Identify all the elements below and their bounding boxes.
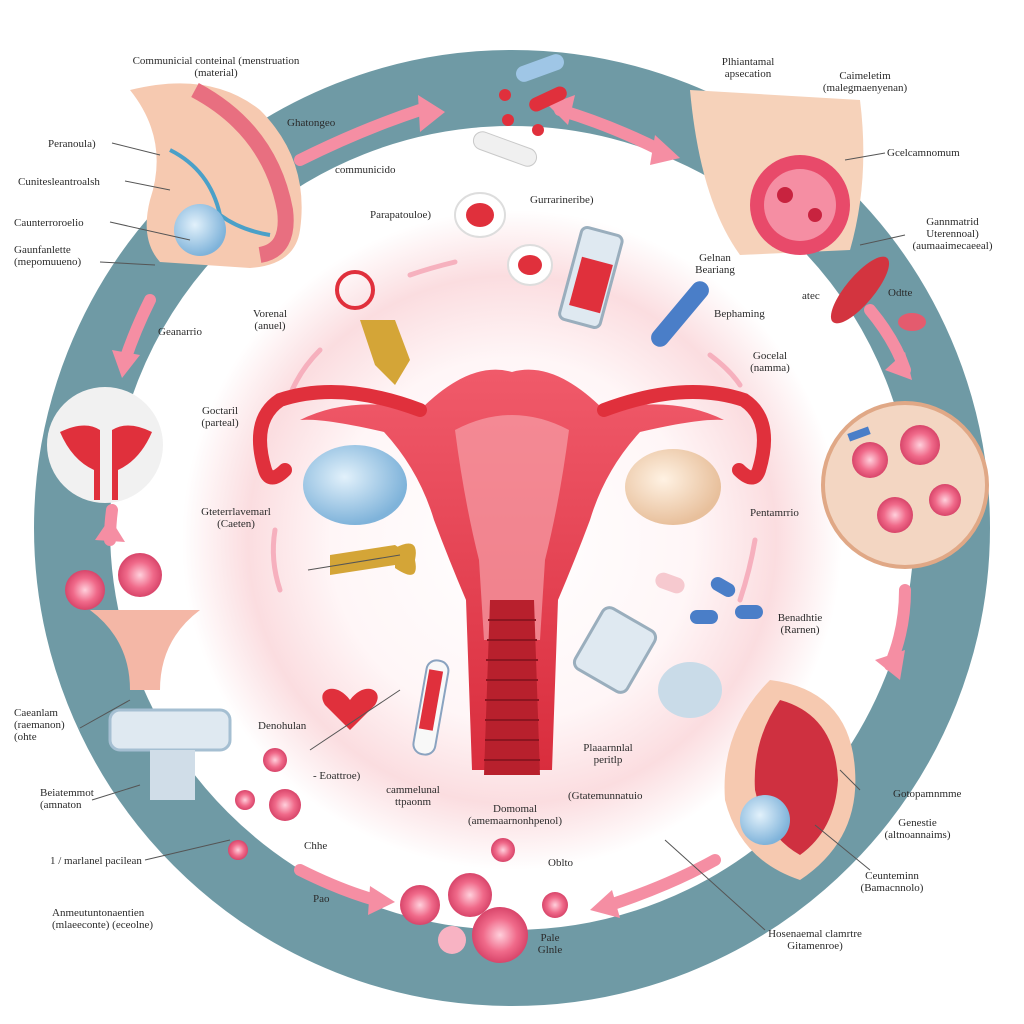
ovary-blue-icon (303, 445, 407, 525)
cross-section-illustration (724, 680, 856, 880)
arrow-bottom-right (604, 854, 721, 911)
label-inner-right-3: Pentamrrio (750, 507, 799, 519)
arrow-top-left (294, 104, 426, 166)
label-bottom-right-3: Ceunteminn(Bamacnnolo) (860, 870, 924, 894)
label-right-3: atec (802, 290, 820, 302)
label-inner-top-2: Gurrarineribe) (530, 194, 594, 206)
label-right-4: Odtte (888, 287, 913, 299)
microscope-slide-icon (821, 401, 989, 569)
follicle-cluster-left (65, 553, 301, 860)
label-inner-top-1: Parapatouloe) (370, 209, 432, 221)
uterus-diagram-icon (47, 387, 163, 503)
label-top-right-2: Caimeletim(malegmaenyenan) (822, 70, 908, 94)
arrow-head-4 (885, 352, 912, 380)
label-inner-left-3: Gteterrlavemarl(Caeten) (201, 506, 271, 530)
arrow-bottom-left (294, 864, 381, 906)
label-bottom-left-5: Pao (313, 893, 330, 905)
label-inner-right-1: Bephaming (714, 308, 765, 320)
ovary-cream-icon (625, 449, 721, 525)
label-right-1: Gcelcamnomum (887, 147, 960, 159)
tissue-section-illustration (690, 90, 926, 331)
label-top-arrow-1: Ghatongeo (287, 117, 336, 129)
label-bottom-center-1: Oblto (548, 857, 574, 869)
label-right-5: Benadhtie(Rarnen) (777, 612, 823, 636)
test-tube-icon (558, 226, 624, 329)
label-center-right-2: (Gtatemunnatuio (568, 790, 643, 802)
arrow-head-8 (112, 350, 140, 378)
arrow-head-3 (650, 135, 680, 165)
small-red-circles (335, 192, 553, 385)
arrow-head-9 (95, 518, 125, 542)
syringe-icon (412, 281, 709, 756)
label-center-bottom-2: Domomal(amemaarnonhpenol) (467, 803, 563, 827)
label-left-2: Gaunfanlette(mepomuueno) (14, 244, 82, 268)
pills-top (472, 54, 567, 167)
label-tube-1: Peranoula) (48, 138, 96, 150)
label-left-1: Caunterroroelio (14, 217, 84, 229)
label-inner-right-2: Gocelal(namma) (750, 350, 790, 374)
blood-vial-icon (572, 572, 763, 718)
label-inner-left-1: Vorenal(anuel) (252, 308, 287, 332)
label-bottom-left-1: Caeanlam(raemanon)(ohte (14, 707, 65, 743)
device-icon (108, 708, 232, 752)
follicle-blue-icon (174, 204, 226, 256)
label-tube-2: Cunitesleantroalsh (18, 176, 100, 188)
follicle-cluster-bottom (400, 838, 568, 963)
label-bottom-left-3: 1 / marlanel pacilean (50, 855, 142, 867)
arrow-head-6 (590, 890, 620, 918)
pill-capsule-icon (516, 54, 564, 82)
arrow-head-7 (368, 886, 395, 915)
label-ring-left: Geanarrio (158, 326, 202, 338)
label-center-left-1: Denohulan (258, 720, 307, 732)
central-uterus (253, 369, 771, 775)
label-bottom-right-1: Gotopamnmme (893, 788, 962, 800)
arrow-head-1 (418, 95, 445, 132)
label-bottom-left-2: Beiatemmot(amnaton (40, 787, 94, 811)
label-center-left-2: - Eoattroe) (313, 770, 361, 782)
label-inner-left-2: Goctaril(parteal) (201, 405, 239, 429)
label-bottom-right-2: Genestie(altnoannaims) (884, 817, 951, 841)
label-top-arrow-2: communicido (335, 164, 396, 176)
label-top-left-title: Communicial conteinal (menstruation(mate… (132, 55, 300, 79)
heart-icon (322, 688, 378, 730)
arrow-head-5 (875, 650, 905, 680)
label-bottom-left-6: Chhe (304, 840, 328, 852)
label-bottom-left-4: Anmeutuntonaentien(mlaeeconte) (eceolne) (52, 907, 154, 931)
fallopian-tube-illustration (130, 82, 302, 268)
